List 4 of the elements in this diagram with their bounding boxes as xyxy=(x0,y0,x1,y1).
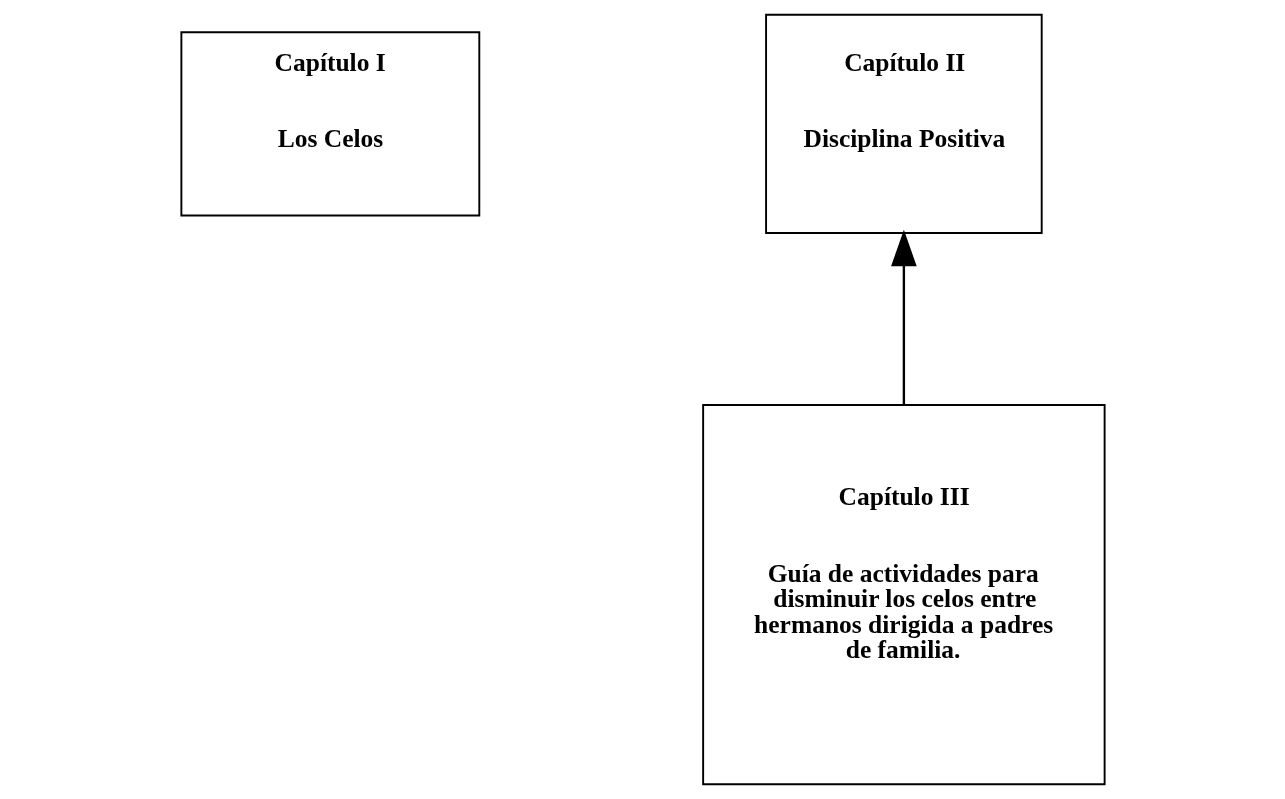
arrow xyxy=(890,229,917,405)
node-box: Capítulo I Los Celos xyxy=(179,31,480,217)
node-box: Capítulo II Disciplina Positiva xyxy=(764,13,1043,234)
node-box: Capítulo III Guía de actividades para disminuir los celos entre hermanos dirigida a padres de familia. xyxy=(701,404,1106,786)
